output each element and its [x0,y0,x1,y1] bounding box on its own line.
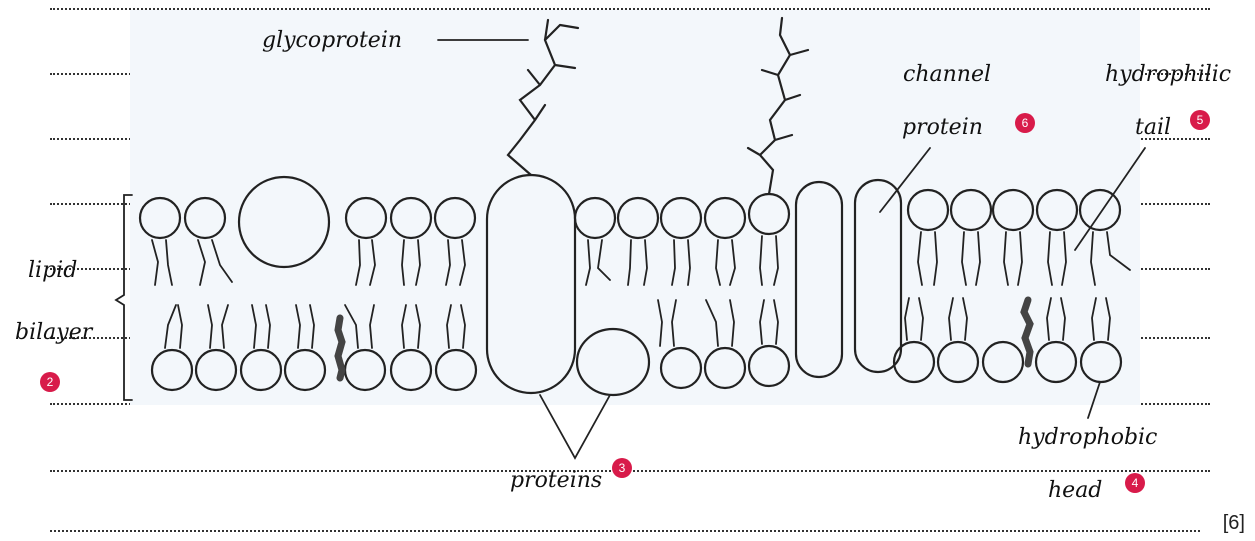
marks-total: [6] [1223,512,1245,535]
badge-3: 3 [612,458,632,478]
label-proteins: proteins [510,468,602,493]
channel-leader [880,148,930,212]
badge-5: 5 [1190,110,1210,130]
peripheral-protein [577,329,649,395]
glycoprotein-chain-1 [508,20,578,175]
bottom-phospholipid-heads [152,342,1121,390]
bilayer-bracket [116,195,132,400]
channel-protein-left [796,182,842,377]
label-bilayer: bilayer [15,320,92,345]
badge-4: 4 [1125,473,1145,493]
label-protein: protein [902,115,983,140]
badge-2: 2 [40,372,60,392]
bottom-tails [165,298,1110,348]
proteins-leader [540,395,610,458]
top-tails [152,232,1130,285]
badge-6: 6 [1015,113,1035,133]
top-phospholipid-heads [140,190,1120,238]
channel-protein-right [855,180,901,372]
glycoprotein-chain-2 [748,18,808,194]
label-head: head [1048,478,1102,503]
tail-leader [1075,148,1145,250]
label-tail: tail [1135,115,1171,140]
transmembrane-protein [487,175,575,393]
label-lipid: lipid [28,258,77,283]
cholesterol-2 [1024,300,1030,364]
label-hydrophobic: hydrophobic [1018,425,1157,450]
globular-protein [239,177,329,267]
label-channel: channel [903,62,991,87]
head-leader [1088,382,1100,418]
cholesterol-1 [338,318,342,378]
label-glycoprotein: glycoprotein [262,28,402,53]
label-hydrophilic: hydrophilic [1105,62,1231,87]
